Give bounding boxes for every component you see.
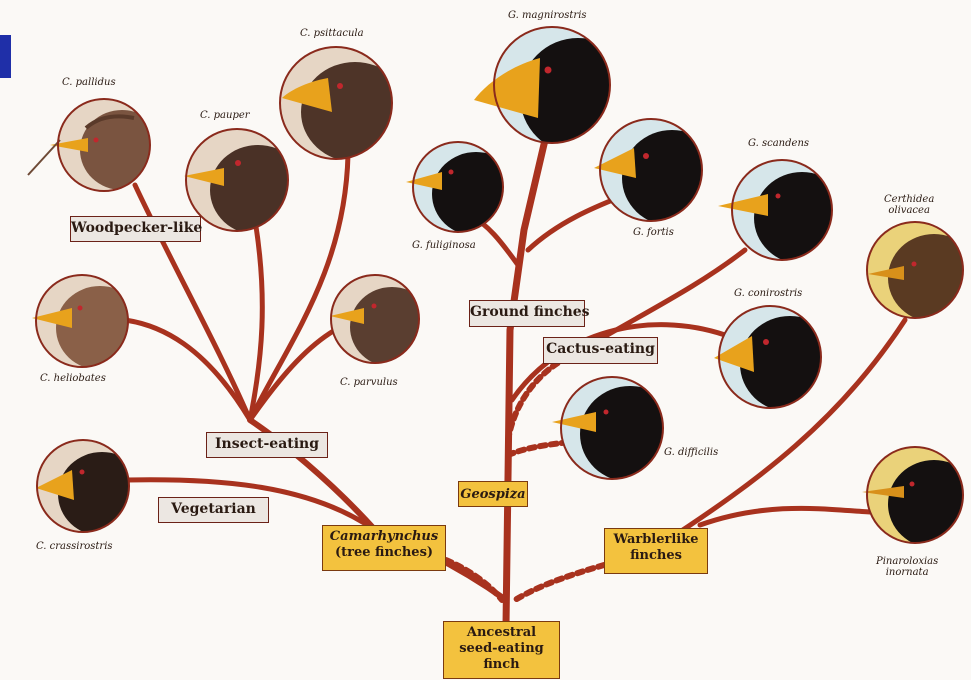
label-fortis: G. fortis bbox=[633, 227, 674, 238]
ancestral-line1: Ancestral bbox=[466, 625, 537, 640]
branches bbox=[122, 136, 908, 629]
pauper-portrait bbox=[184, 128, 289, 232]
label-pinaroloxias-species: inornata bbox=[885, 567, 929, 578]
label-certhidea: Certhidea olivacea bbox=[884, 194, 934, 216]
label-difficilis: G. difficilis bbox=[664, 447, 719, 458]
trunk bbox=[502, 136, 549, 629]
dotted-camarhynchus bbox=[443, 557, 505, 603]
geospiza-box: Geospiza bbox=[458, 481, 528, 507]
branch-fortis bbox=[525, 192, 628, 253]
insect-eating-box: Insect-eating bbox=[206, 432, 328, 458]
label-crassirostris: C. crassirostris bbox=[36, 541, 113, 552]
pinaroloxias-portrait bbox=[862, 446, 964, 544]
conirostris-portrait bbox=[714, 305, 822, 409]
label-pinaroloxias: Pinaroloxias inornata bbox=[876, 556, 938, 578]
camarhynchus-common: (tree finches) bbox=[334, 545, 434, 560]
label-pallidus: C. pallidus bbox=[62, 77, 116, 88]
ancestral-line3: finch bbox=[483, 657, 520, 672]
label-parvulus: C. parvulus bbox=[340, 377, 398, 388]
label-heliobates: C. heliobates bbox=[40, 373, 106, 384]
branch-pauper bbox=[247, 217, 265, 423]
camarhynchus-box: Camarhynchus (tree finches) bbox=[322, 525, 446, 571]
ancestral-finch-box: Ancestral seed-eating finch bbox=[443, 621, 560, 679]
label-pinaroloxias-genus: Pinaroloxias bbox=[876, 556, 939, 567]
branch-pinaroloxias bbox=[697, 505, 873, 528]
vegetarian-box: Vegetarian bbox=[158, 497, 269, 523]
dotted-warbler bbox=[512, 562, 607, 603]
heliobates-portrait bbox=[32, 274, 129, 368]
cactus-eating-box: Cactus-eating bbox=[543, 337, 658, 364]
warblerlike-finches-box: Warblerlike finches bbox=[604, 528, 708, 574]
branch-psittacula bbox=[247, 152, 351, 423]
branch-crassirostris bbox=[122, 477, 378, 533]
camarhynchus-name: Camarhynchus bbox=[329, 529, 439, 544]
branch-scandens bbox=[587, 247, 748, 348]
ground-finches-box: Ground finches bbox=[469, 300, 590, 327]
ancestral-line2: seed-eating bbox=[459, 641, 544, 656]
branch-parvulus bbox=[247, 327, 338, 423]
fortis-portrait bbox=[594, 118, 703, 222]
corner-marker bbox=[0, 35, 11, 78]
label-fuliginosa: G. fuliginosa bbox=[412, 240, 476, 251]
psittacula-portrait bbox=[279, 46, 393, 160]
crassirostris-portrait bbox=[36, 439, 130, 533]
dotted-difficilis bbox=[505, 440, 565, 458]
pallidus-portrait bbox=[27, 98, 151, 192]
branch-heliobates bbox=[122, 317, 253, 423]
label-certhidea-species: olivacea bbox=[888, 205, 930, 216]
label-conirostris: G. conirostris bbox=[734, 288, 803, 299]
warblerlike-line2: finches bbox=[630, 548, 682, 563]
parvulus-portrait bbox=[330, 274, 420, 364]
label-certhidea-genus: Certhidea bbox=[884, 194, 935, 205]
certhidea-portrait bbox=[866, 221, 964, 319]
magnirostris-portrait bbox=[474, 26, 611, 144]
warblerlike-line1: Warblerlike bbox=[613, 532, 699, 547]
label-psittacula: C. psittacula bbox=[300, 28, 364, 39]
label-scandens: G. scandens bbox=[748, 138, 810, 149]
scandens-portrait bbox=[718, 159, 833, 261]
woodpecker-like-box: Woodpecker-like bbox=[70, 216, 202, 242]
fuliginosa-portrait bbox=[406, 141, 504, 233]
difficilis-portrait bbox=[552, 376, 664, 480]
branch-warbler bbox=[657, 317, 908, 548]
branch-woodpecker bbox=[132, 182, 253, 423]
label-pauper: C. pauper bbox=[200, 110, 250, 121]
label-magnirostris: G. magnirostris bbox=[508, 10, 587, 21]
